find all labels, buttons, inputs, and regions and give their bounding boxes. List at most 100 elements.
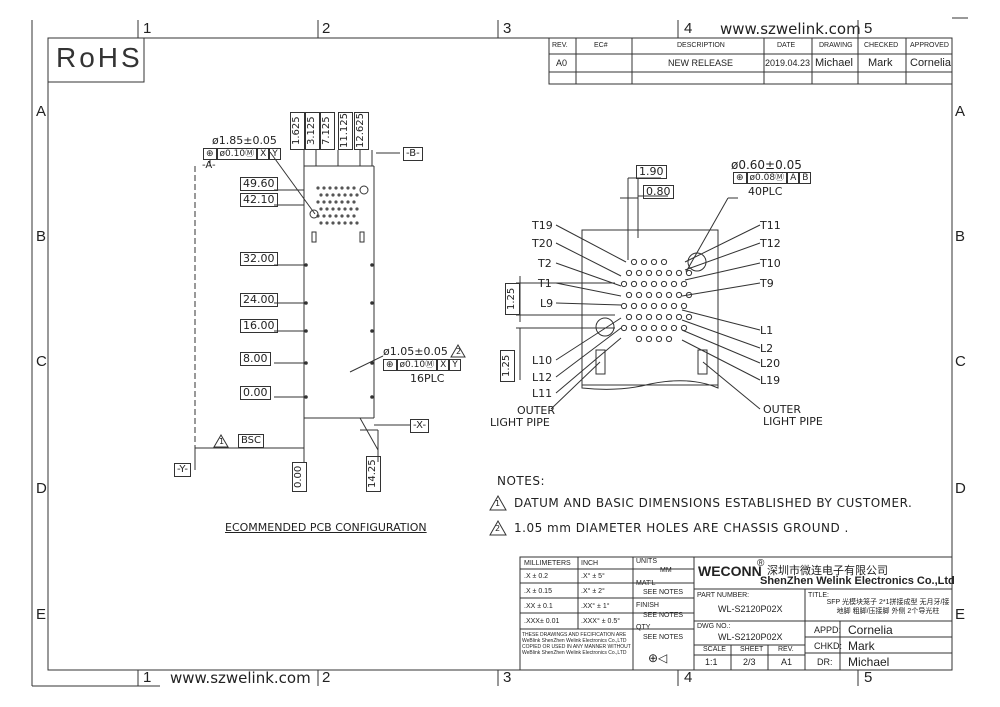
pcb-pin-hole [325,207,329,211]
brand-name: WECONN [698,563,762,579]
website-top: www.szwelink.com [720,20,861,38]
contact-pin-hole [640,258,648,266]
contact-pin-hole [675,269,683,277]
contact-pin-hole [645,269,653,277]
vert-dim-4: 11.125 [338,112,353,150]
contact-pin-hole [665,269,673,277]
pcb-pin-hole [340,200,344,204]
rev-value-checked: Mark [868,57,893,69]
pin-label-l10: L10 [532,354,553,367]
rev-value-description: NEW RELEASE [668,58,734,68]
pcb-pin-hole [331,221,335,225]
contact-pin-hole [650,258,658,266]
contact-pin-hole [660,280,668,288]
pcb-pin-hole [316,186,320,190]
pcb-pin-hole [319,193,323,197]
contact-pin-hole [660,324,668,332]
zone-col-1: 1 [143,20,152,37]
contact-pin-hole [680,280,688,288]
tb-tol-mm-2: .X ± 0.15 [524,588,552,595]
contact-pin-hole [625,291,633,299]
rev-header-date: DATE [777,42,796,49]
zone-row-e-right: E [955,606,966,623]
title-text: SFP 光模块笼子 2*1拼接成型 无月牙/接地脚 粗脚/压接脚 外侧 2个导光… [826,599,950,615]
pcb-pin-hole [346,214,350,218]
outer-pipe-right-1: OUTER [763,403,802,416]
y-dim-16-00: 16.00 [240,319,278,333]
vert-dim-1: 1.625 [290,112,305,150]
pcb-pin-hole [331,207,335,211]
tb-tol-mm-1: .X ± 0.2 [524,573,549,580]
pin-label-t12: T12 [760,237,781,250]
rev-header-description: DESCRIPTION [677,42,725,49]
contact-pin-hole [670,324,678,332]
contact-pin-hole [675,313,683,321]
pin-label-t2: T2 [538,257,552,270]
rev-header-rev: REV. [552,42,568,49]
pcb-pin-hole [328,214,332,218]
pcb-pin-hole [334,200,338,204]
sheet-label: SHEET [740,646,764,653]
contact-pin-hole [625,313,633,321]
left-hole-pattern [316,186,359,225]
pcb-pin-hole [325,193,329,197]
pcb-pin-hole [337,221,341,225]
pcb-pin-hole [343,207,347,211]
zone-col-2-bottom: 2 [322,669,331,686]
zone-row-a-right: A [955,103,966,120]
appd-value: Cornelia [848,623,893,637]
title-label: TITLE: [808,592,830,599]
pcb-pin-hole [352,214,356,218]
zone-col-1-bottom: 1 [143,669,152,686]
bottom-dim-14-25: 14.25 [366,456,381,492]
zone-col-5: 5 [864,20,873,37]
scale-value: 1:1 [705,657,718,667]
contact-pin-hole [665,313,673,321]
zone-row-c-right: C [955,353,966,370]
chkd-label: CHKD: [814,641,843,651]
y-dim-32-00: 32.00 [240,252,278,266]
note-2-text: 1.05 mm DIAMETER HOLES ARE CHASSIS GROUN… [514,521,849,535]
datum-y: -Y- [174,463,191,477]
rev-header-ec: EC# [594,42,608,49]
tb-matl-value: SEE NOTES [643,589,684,596]
tb-qty-label: QTY [636,624,651,631]
contact-pin-hole [620,280,628,288]
contact-pin-hole [665,335,673,343]
tb-units-value: MM [660,567,672,574]
notes-title: NOTES: [497,474,545,488]
dim-1-90: 1.90 [636,165,667,179]
pin-hole-dim: ø0.60±0.05 [731,158,802,172]
outer-pipe-right-2: LIGHT PIPE [763,415,823,428]
rev-value-date: 2019.04.23 [765,58,811,68]
part-number: WL-S2120P02X [718,604,783,614]
contact-pin-hole [685,269,693,277]
datum-b: -B- [403,147,423,161]
contact-pin-hole [660,302,668,310]
contact-pin-hole [655,269,663,277]
rohs-mark: RoHS [56,42,143,73]
rev-label: REV. [778,646,794,653]
pcb-pin-hole [331,193,335,197]
pcb-pin-hole [349,207,353,211]
contact-pin-hole [645,313,653,321]
datum-a: -A- [202,160,216,171]
contact-pin-hole [635,291,643,299]
part-number-label: PART NUMBER: [697,592,750,599]
contact-pin-hole [670,302,678,310]
pcb-pin-hole [319,207,323,211]
contact-pin-hole [630,258,638,266]
zone-row-c: C [36,353,47,370]
tb-tol-inch-3: .XX° ± 1° [581,603,610,610]
zone-col-3-bottom: 3 [503,669,512,686]
vert-dim-3: 7.125 [320,112,335,150]
zone-row-d-right: D [955,480,966,497]
pin-label-t1: T1 [538,277,552,290]
pcb-pin-hole [346,186,350,190]
contact-pin-hole [655,313,663,321]
pcb-pin-hole [355,193,359,197]
outer-pipe-left-2: LIGHT PIPE [490,416,550,429]
